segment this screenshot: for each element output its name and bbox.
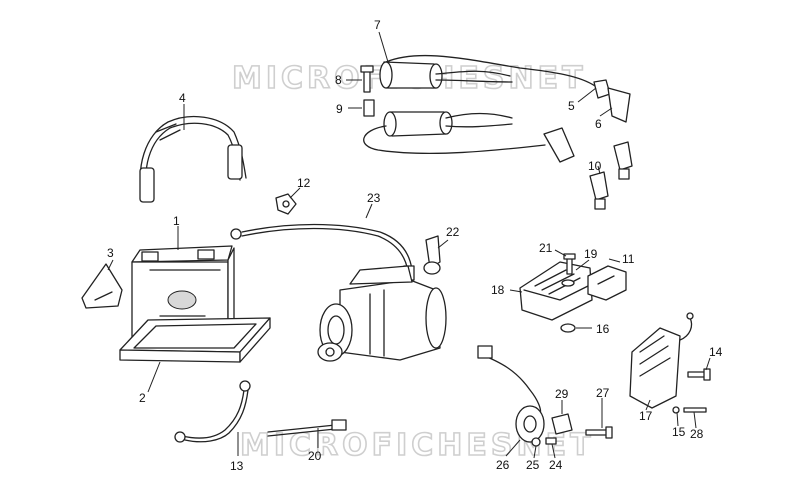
callout-26: 26 [496,458,510,472]
callout-9: 9 [336,102,343,116]
cdi-unit[interactable] [629,312,694,409]
regulator-screw[interactable] [563,253,576,275]
coil-bolt[interactable] [360,65,374,93]
cable-clamp[interactable] [275,193,297,215]
callout-7: 7 [374,18,381,32]
callout-15: 15 [672,425,686,439]
battery-positive-cable[interactable] [230,223,415,281]
callout-19: 19 [584,247,598,261]
pickup-sensor[interactable] [477,345,545,443]
coil-spacer[interactable] [363,99,375,117]
callout-16: 16 [596,322,610,336]
cdi-screw-14[interactable] [687,368,711,381]
ground-cable[interactable] [174,380,251,443]
pickup-screw[interactable] [545,437,557,445]
battery-strap[interactable] [139,115,247,203]
long-screw[interactable] [585,426,613,439]
callout-28: 28 [690,427,704,441]
callout-numbers: 1 2 3 4 5 6 7 8 9 10 11 12 13 14 15 16 1… [107,18,723,473]
ignition-coil-upper[interactable] [379,54,596,89]
ignition-coil-lower[interactable] [363,111,575,163]
regulator-nut[interactable] [560,323,576,333]
callout-3: 3 [107,246,114,260]
callout-17: 17 [639,409,653,423]
callout-4: 4 [179,91,186,105]
callout-18: 18 [491,283,505,297]
callout-11: 11 [622,252,635,266]
callout-12: 12 [297,176,311,190]
leader-lines [107,31,711,459]
callout-29: 29 [555,387,569,401]
battery-tray[interactable] [119,317,271,363]
callout-10: 10 [588,159,602,173]
callout-24: 24 [549,458,563,472]
pickup-washer[interactable] [531,437,541,447]
callout-22: 22 [446,225,460,239]
cdi-washer-15[interactable] [672,406,680,414]
callout-6: 6 [595,117,602,131]
callout-2: 2 [139,391,146,405]
cdi-screw-28[interactable] [683,407,707,413]
relay-connector[interactable] [587,265,627,301]
voltage-regulator[interactable] [519,261,593,321]
callout-14: 14 [709,345,723,359]
spark-plug-cap-upper[interactable] [593,79,631,123]
callout-8: 8 [335,73,342,87]
callout-13: 13 [230,459,244,473]
callout-20: 20 [308,449,322,463]
callout-21: 21 [539,241,553,255]
pickup-bracket[interactable] [551,413,573,435]
callout-1: 1 [173,214,180,228]
spark-plugs[interactable] [589,141,633,210]
callout-5: 5 [568,99,575,113]
cable-tie[interactable] [267,419,347,437]
starter-motor[interactable] [317,265,447,362]
callout-23: 23 [367,191,381,205]
terminal-boot[interactable] [423,235,441,275]
regulator-washer[interactable] [561,279,575,287]
callout-25: 25 [526,458,540,472]
rubber-pad[interactable] [81,263,123,309]
callout-27: 27 [596,386,610,400]
